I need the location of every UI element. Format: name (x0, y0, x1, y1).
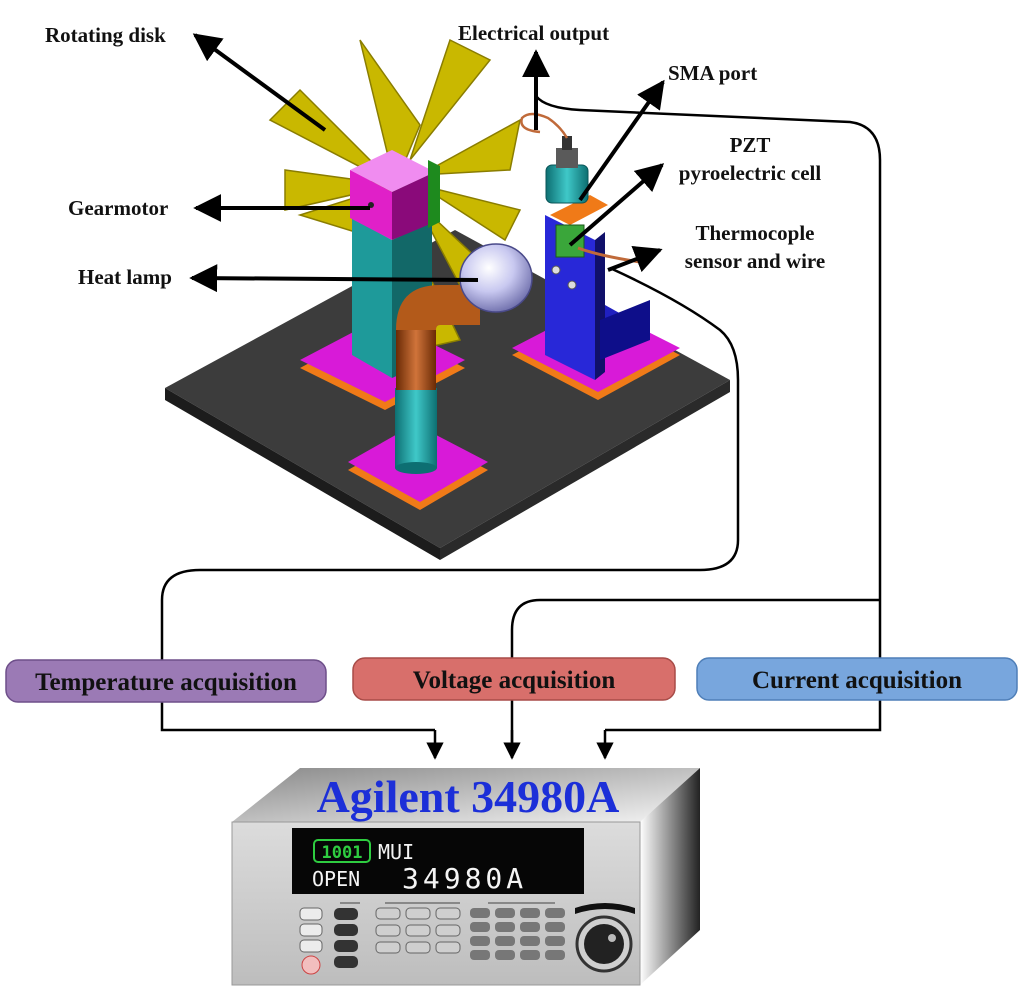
sma-port (545, 136, 589, 204)
heat-lamp-column (348, 285, 488, 510)
callout-arrows (189, 33, 665, 293)
voltage-acquisition-label: Voltage acquisition (413, 667, 616, 694)
display-mode: MUI (378, 840, 414, 864)
instrument-keypad (299, 902, 565, 975)
wire-arrows (426, 730, 614, 760)
label-thermocouple-line1: Thermocople (696, 221, 815, 245)
label-pzt-line1: PZT (730, 133, 771, 157)
pzt-pyroelectric-cell (550, 195, 608, 290)
label-rotating-disk: Rotating disk (45, 23, 166, 47)
label-sma-port: SMA port (668, 61, 757, 85)
display-badge: 1001 (322, 843, 363, 863)
current-acquisition-label: Current acquisition (752, 667, 962, 694)
gearmotor (350, 150, 440, 240)
label-pzt-line2: pyroelectric cell (679, 161, 822, 185)
current-acquisition-box: Current acquisition (696, 657, 1018, 701)
temperature-acquisition-label: Temperature acquisition (35, 669, 297, 696)
display-status: OPEN (312, 867, 360, 891)
display-model: 34980A (402, 862, 527, 895)
instrument-knob (575, 903, 635, 973)
instrument-brand: Agilent 34980A (317, 771, 620, 822)
label-heat-lamp: Heat lamp (78, 265, 172, 289)
agilent-instrument: Agilent 34980A 1001 MUI OPEN 34980A (231, 768, 700, 986)
label-gearmotor: Gearmotor (68, 196, 168, 220)
wires (160, 95, 882, 745)
voltage-acquisition-box: Voltage acquisition (352, 657, 676, 701)
temperature-acquisition-box: Temperature acquisition (5, 659, 327, 703)
instrument-display: 1001 MUI OPEN 34980A (292, 828, 584, 895)
label-electrical-output: Electrical output (458, 21, 609, 45)
label-thermocouple-line2: sensor and wire (685, 249, 825, 273)
